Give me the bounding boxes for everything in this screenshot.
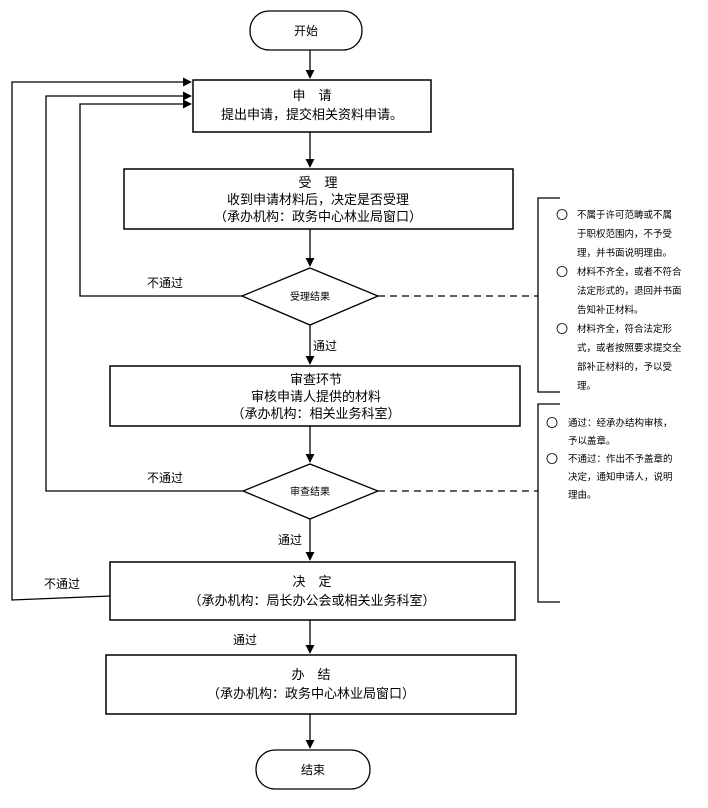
finish-box: 办 结 （承办机构：政务中心林业局窗口）: [105, 654, 517, 715]
note-number-circle: [556, 209, 568, 220]
apply-box: 申 请 提出申请，提交相关资料申请。: [192, 79, 432, 133]
note-line: 通过：经承办结构审核，: [568, 417, 673, 429]
notes-review: ①通过：经承办结构审核，予以盖章。②不通过：作出不予盖章的决定，通知申请人，说明…: [546, 417, 673, 501]
apply-title: 申 请: [292, 89, 331, 104]
note-number-circle: [546, 417, 558, 428]
decide-box: 决 定 （承办机构：局长办公会或相关业务科室）: [109, 561, 516, 621]
accept-text: 收到申请材料后，决定是否受理: [227, 193, 409, 208]
note-line: 材料不齐全，或者不符合: [577, 266, 682, 278]
note-line: 部补正材料的，予以受: [577, 361, 672, 373]
note-line: 式，或者按照要求提交全: [577, 342, 682, 354]
review-decision-diamond: 审查结果: [241, 463, 380, 520]
end-node: 结束: [255, 749, 371, 790]
start-node: 开始: [249, 10, 363, 51]
note-number-circle: [546, 453, 558, 464]
note-line: 法定形式的，退回并书面: [577, 285, 682, 297]
label-pass-accept: 通过: [313, 339, 337, 353]
label-pass-decide: 通过: [233, 633, 257, 647]
review-title: 审查环节: [290, 373, 342, 388]
accept-box: 受 理 收到申请材料后，决定是否受理 （承办机构：政务中心林业局窗口）: [123, 168, 514, 230]
start-label: 开始: [294, 24, 318, 38]
note-number-circle: [556, 323, 568, 334]
note-line: 不通过：作出不予盖章的: [568, 453, 673, 465]
note-line: 材料齐全，符合法定形: [577, 323, 673, 335]
notes-accept: ①不属于许可范畴或不属于职权范围内，不予受理，并书面说明理由。②材料不齐全，或者…: [556, 209, 682, 392]
finish-title: 办 结: [291, 668, 330, 683]
review-box: 审查环节 审核申请人提供的材料 （承办机构：相关业务科室）: [109, 365, 521, 427]
note-line: 理，并书面说明理由。: [577, 247, 672, 259]
note-line: 告知补正材料。: [577, 304, 644, 316]
feedback-loops: [11, 77, 243, 601]
apply-text: 提出申请，提交相关资料申请。: [221, 107, 403, 123]
note-line: 于职权范围内，不予受: [577, 228, 672, 240]
accept-agency: （承办机构：政务中心林业局窗口）: [214, 209, 422, 225]
review-agency: （承办机构：相关业务科室）: [231, 406, 400, 422]
label-pass-review: 通过: [278, 533, 302, 547]
end-label: 结束: [301, 763, 325, 777]
loop-review-fail: [45, 91, 243, 492]
note-line: 理由。: [568, 489, 597, 501]
note-bracket-review: [537, 403, 560, 603]
note-line: 不属于许可范畴或不属: [577, 209, 672, 221]
accept-decision-label: 受理结果: [290, 290, 330, 303]
accept-title: 受 理: [298, 176, 337, 191]
loop-decide-fail: [11, 77, 192, 601]
finish-agency: （承办机构：政务中心林业局窗口）: [207, 686, 415, 702]
note-number-circle: [556, 266, 568, 277]
note-line: 予以盖章。: [568, 435, 616, 447]
decide-title: 决 定: [292, 575, 331, 590]
decide-agency: （承办机构：局长办公会或相关业务科室）: [188, 593, 435, 609]
label-fail-accept: 不通过: [147, 276, 183, 290]
review-decision-label: 审查结果: [290, 485, 330, 498]
review-text: 审核申请人提供的材料: [251, 389, 381, 405]
note-line: 理。: [577, 381, 596, 392]
label-fail-review: 不通过: [147, 471, 183, 485]
accept-decision-diamond: 受理结果: [240, 267, 380, 326]
loop-accept-fail: [79, 99, 242, 297]
label-fail-decide: 不通过: [44, 577, 80, 591]
note-line: 决定，通知申请人，说明: [568, 471, 673, 483]
note-bracket-accept: [537, 197, 560, 393]
